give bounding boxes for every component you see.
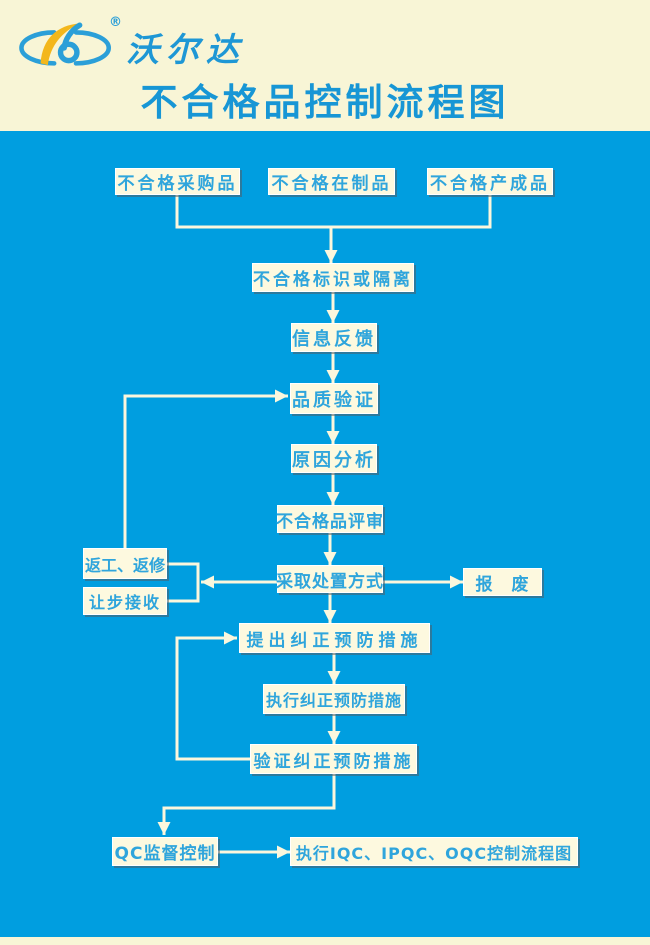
flow-node-identify: 不合格标识或隔离 — [252, 263, 414, 292]
flow-node-propose: 提出纠正预防措施 — [239, 623, 430, 653]
flow-node-purchased: 不合格采购品 — [115, 168, 240, 195]
flow-node-analysis: 原因分析 — [291, 444, 377, 473]
brand-logo: ® — [16, 15, 122, 77]
page-title: 不合格品控制流程图 — [140, 81, 510, 124]
flow-node-validate: 验证纠正预防措施 — [250, 744, 417, 774]
flow-node-review: 不合格品评审 — [276, 505, 383, 533]
flow-node-verify: 品质验证 — [290, 383, 378, 414]
flow-node-scrap: 报 废 — [463, 568, 542, 596]
flow-node-concession: 让步接收 — [83, 587, 167, 615]
flow-node-rework: 返工、返修 — [83, 548, 167, 579]
brand: ® 沃尔达 — [16, 15, 246, 78]
brand-name: 沃尔达 — [126, 30, 246, 69]
flowchart-area — [0, 131, 650, 937]
flow-node-execute: 执行纠正预防措施 — [263, 684, 405, 714]
registered-trademark: ® — [109, 15, 122, 30]
flow-node-finished: 不合格产成品 — [427, 168, 553, 195]
flow-node-qc: QC监督控制 — [112, 837, 218, 866]
flow-node-dispose: 采取处置方式 — [276, 565, 383, 593]
flow-node-feedback: 信息反馈 — [291, 323, 377, 352]
flow-node-in-process: 不合格在制品 — [268, 168, 395, 195]
brand-logo-icon — [19, 22, 111, 66]
header: ® 沃尔达 不合格品控制流程图 — [0, 0, 650, 131]
flow-node-iqc-flow: 执行IQC、IPQC、OQC控制流程图 — [290, 837, 578, 866]
bottom-strip — [0, 937, 650, 945]
